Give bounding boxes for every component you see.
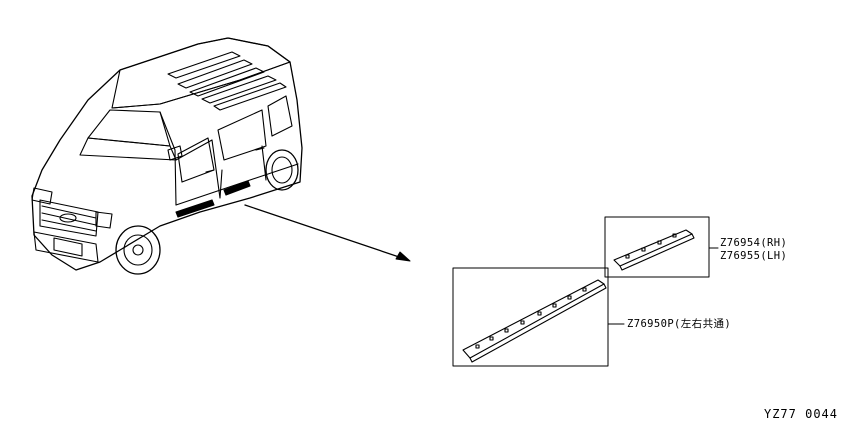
part-label-lh: Z76955(LH) xyxy=(720,250,788,262)
diagram-code: YZ77 0044 xyxy=(763,407,838,421)
vehicle-illustration xyxy=(31,37,303,275)
pointer-arrow xyxy=(244,204,411,262)
center-strip-part xyxy=(452,267,625,367)
part-label-rh: Z76954(RH) xyxy=(720,237,788,249)
side-piece-part xyxy=(604,216,719,278)
roof-slats xyxy=(167,51,287,111)
strip-holes xyxy=(475,287,587,349)
side-piece-holes xyxy=(625,233,677,259)
part-label-center: Z76950P(左右共通) xyxy=(627,318,732,330)
